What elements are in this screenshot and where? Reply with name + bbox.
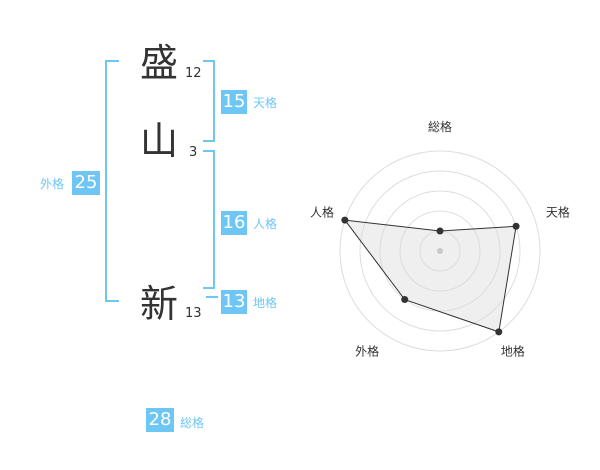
radar-point-1 <box>512 222 520 230</box>
name-char-2-strokes: 3 <box>189 145 198 160</box>
radar-point-4 <box>341 216 349 224</box>
tenkaku-badge: 15 <box>221 90 247 114</box>
radar-grid-ring <box>339 150 541 352</box>
jinkaku-bracket <box>203 150 215 289</box>
name-char-3: 新 <box>140 282 179 326</box>
chikaku-connector <box>206 296 218 298</box>
name-char-3-strokes: 13 <box>185 306 202 321</box>
radar-data-polygon <box>343 219 517 333</box>
jinkaku-label: 人格 <box>253 217 278 231</box>
gaikaku-badge: 25 <box>72 171 100 195</box>
radar-axis-label-2: 地格 <box>501 343 525 358</box>
radar-axis-label-4: 人格 <box>310 205 334 220</box>
radar-center-dot <box>437 248 443 254</box>
soukaku-badge: 28 <box>146 408 174 432</box>
radar-point-3 <box>401 296 409 304</box>
name-char-1: 盛 <box>140 41 179 85</box>
jinkaku-badge: 16 <box>221 211 247 235</box>
tenkaku-bracket <box>203 60 215 142</box>
radar-grid-ring <box>359 170 521 332</box>
radar-axis-label-0: 総格 <box>428 119 452 134</box>
gaikaku-label: 外格 <box>40 177 65 191</box>
tenkaku-label: 天格 <box>253 96 278 110</box>
radar-axis-label-1: 天格 <box>546 205 570 220</box>
chikaku-label: 地格 <box>253 296 278 310</box>
name-char-1-strokes: 12 <box>185 66 202 81</box>
radar-point-2 <box>495 328 503 336</box>
radar-axis-label-3: 外格 <box>355 343 379 358</box>
name-char-2: 山 <box>140 119 179 163</box>
radar-grid-ring <box>399 210 481 292</box>
radar-point-0 <box>436 227 444 235</box>
radar-grid-ring <box>379 190 501 312</box>
gaikaku-bracket <box>105 60 119 302</box>
chikaku-badge: 13 <box>221 290 247 314</box>
soukaku-label: 総格 <box>180 416 205 430</box>
